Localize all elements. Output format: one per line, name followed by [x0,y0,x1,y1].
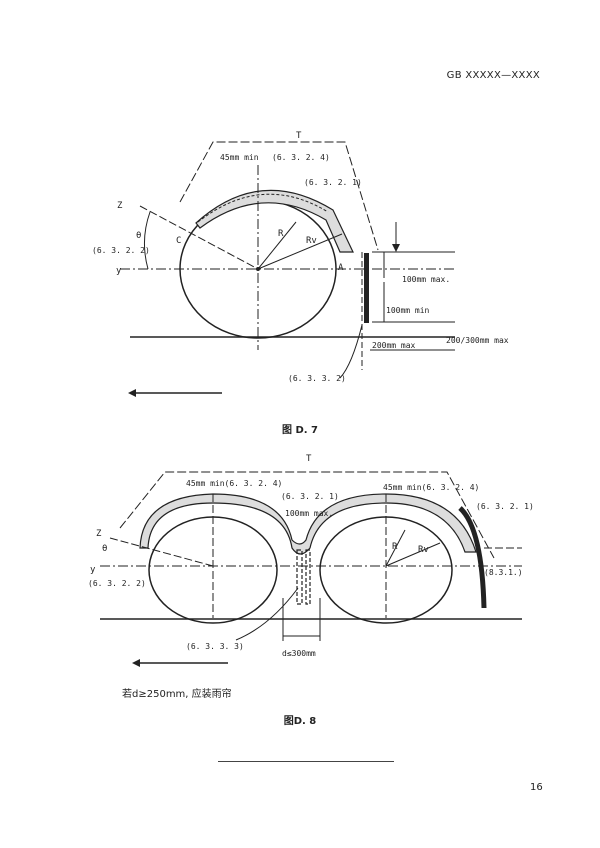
z-line [139,205,259,270]
label-theta: θ [136,231,141,241]
mud-flap [364,253,369,323]
label-100min: 100mm min [386,306,430,315]
page-number: 16 [530,782,543,793]
label-6321-left: (6. 3. 2. 1) [281,492,339,501]
leader-6333 [235,587,299,641]
t-envelope [119,471,495,559]
label-6324: (6. 3. 2. 4) [272,153,330,162]
rear-mud-flap [458,506,487,609]
arrow-down-head [392,244,400,252]
caption-d8: 图D. 8 [283,716,317,727]
label-100max: 100mm max. [402,275,450,284]
radius-r [385,529,406,567]
fender-hatch [197,193,329,223]
label-z: Z [117,201,123,211]
fender [195,189,354,253]
direction-arrow-head [132,659,140,667]
label-rv: Rv [418,545,429,555]
label-6333: (6. 3. 3. 3) [186,642,244,651]
z-line [109,537,214,567]
theta-arc [144,211,151,270]
label-rv: Rv [306,236,317,246]
figure-d8-drawing: T 45mm min(6. 3. 2. 4) (6. 3. 2. 1) 100m… [88,454,534,667]
label-theta: θ [102,544,107,554]
label-45min-right: 45mm min(6. 3. 2. 4) [383,483,479,492]
fender [139,493,477,555]
wheel-center [256,267,260,271]
middle-flap-left [296,549,303,605]
direction-arrow-head [128,389,136,397]
label-6332: (6. 3. 3. 2) [288,374,346,383]
label-6321-right: (6. 3. 2. 1) [476,502,534,511]
figure-d7-drawing: T 45mm min (6. 3. 2. 4) (6. 3. 2. 1) Z θ… [92,131,509,397]
radius-rv [385,542,441,567]
label-6321: (6. 3. 2. 1) [304,178,362,187]
label-6322: (6. 3. 2. 2) [88,579,146,588]
t-envelope [179,141,379,251]
radius-r [257,221,297,270]
rain-curtain-note: 若d≥250mm, 应装雨帘 [122,689,232,700]
label-r: R [278,229,284,239]
caption-d7: 图 D. 7 [281,425,319,436]
footer-rule [218,761,394,762]
label-45min-left: 45mm min(6. 3. 2. 4) [186,479,282,488]
standard-number: GB XXXXX—XXXX [446,70,540,81]
label-c: C [176,236,181,246]
label-z: Z [96,529,102,539]
label-y: y [90,565,96,575]
label-200-300max: 200/300mm max [446,336,509,345]
label-831: (8.3.1.) [484,568,523,577]
label-r: R [392,542,398,552]
label-6322: (6. 3. 2. 2) [92,246,150,255]
leader-6332 [339,324,363,379]
radius-rv [257,233,343,270]
figure-d8: T 45mm min(6. 3. 2. 4) (6. 3. 2. 1) 100m… [0,448,600,678]
label-45min: 45mm min [220,153,259,162]
label-t: T [306,454,312,464]
label-200max: 200mm max [372,341,416,350]
label-y: y [116,266,122,276]
label-a: A [338,263,344,273]
label-d: d≤300mm [282,649,316,658]
middle-flap-right [305,549,311,605]
label-100max: 100mm max. [285,509,333,518]
label-t: T [296,131,302,141]
figure-d7: T 45mm min (6. 3. 2. 4) (6. 3. 2. 1) Z θ… [0,110,600,410]
